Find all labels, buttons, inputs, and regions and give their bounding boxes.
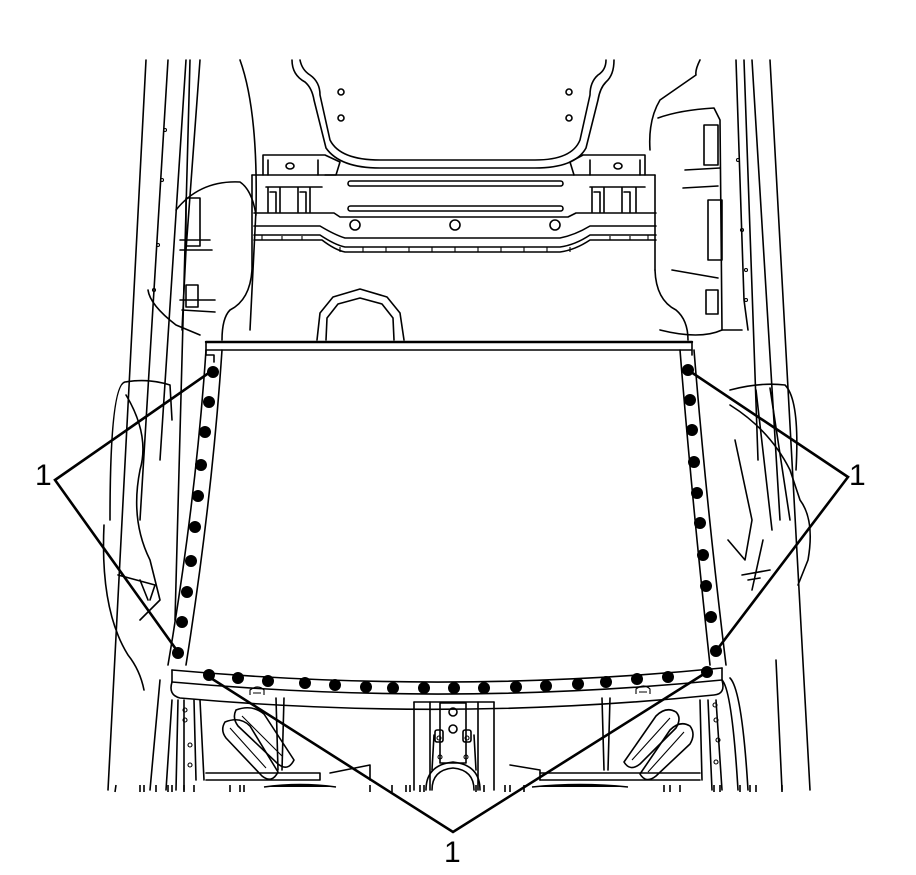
rear-panel	[221, 59, 689, 341]
drawing-break-lines	[114, 783, 783, 793]
roof-opening	[204, 340, 694, 356]
callout-label-left: 1	[35, 459, 52, 492]
lower-structure	[149, 659, 783, 791]
right-body-side	[648, 59, 811, 791]
left-body-side	[107, 59, 257, 791]
callout-label-bottom: 1	[444, 836, 461, 869]
lower-cross-rail	[170, 667, 724, 711]
left-pillar	[167, 349, 223, 666]
lower-rail-markers	[203, 666, 713, 694]
callout-label-right: 1	[849, 459, 866, 492]
right-pillar-markers	[682, 364, 722, 657]
right-quarter-trim	[727, 383, 811, 591]
callout-leaders	[53, 368, 850, 834]
right-pillar	[679, 349, 727, 666]
left-pillar-markers	[172, 366, 219, 659]
